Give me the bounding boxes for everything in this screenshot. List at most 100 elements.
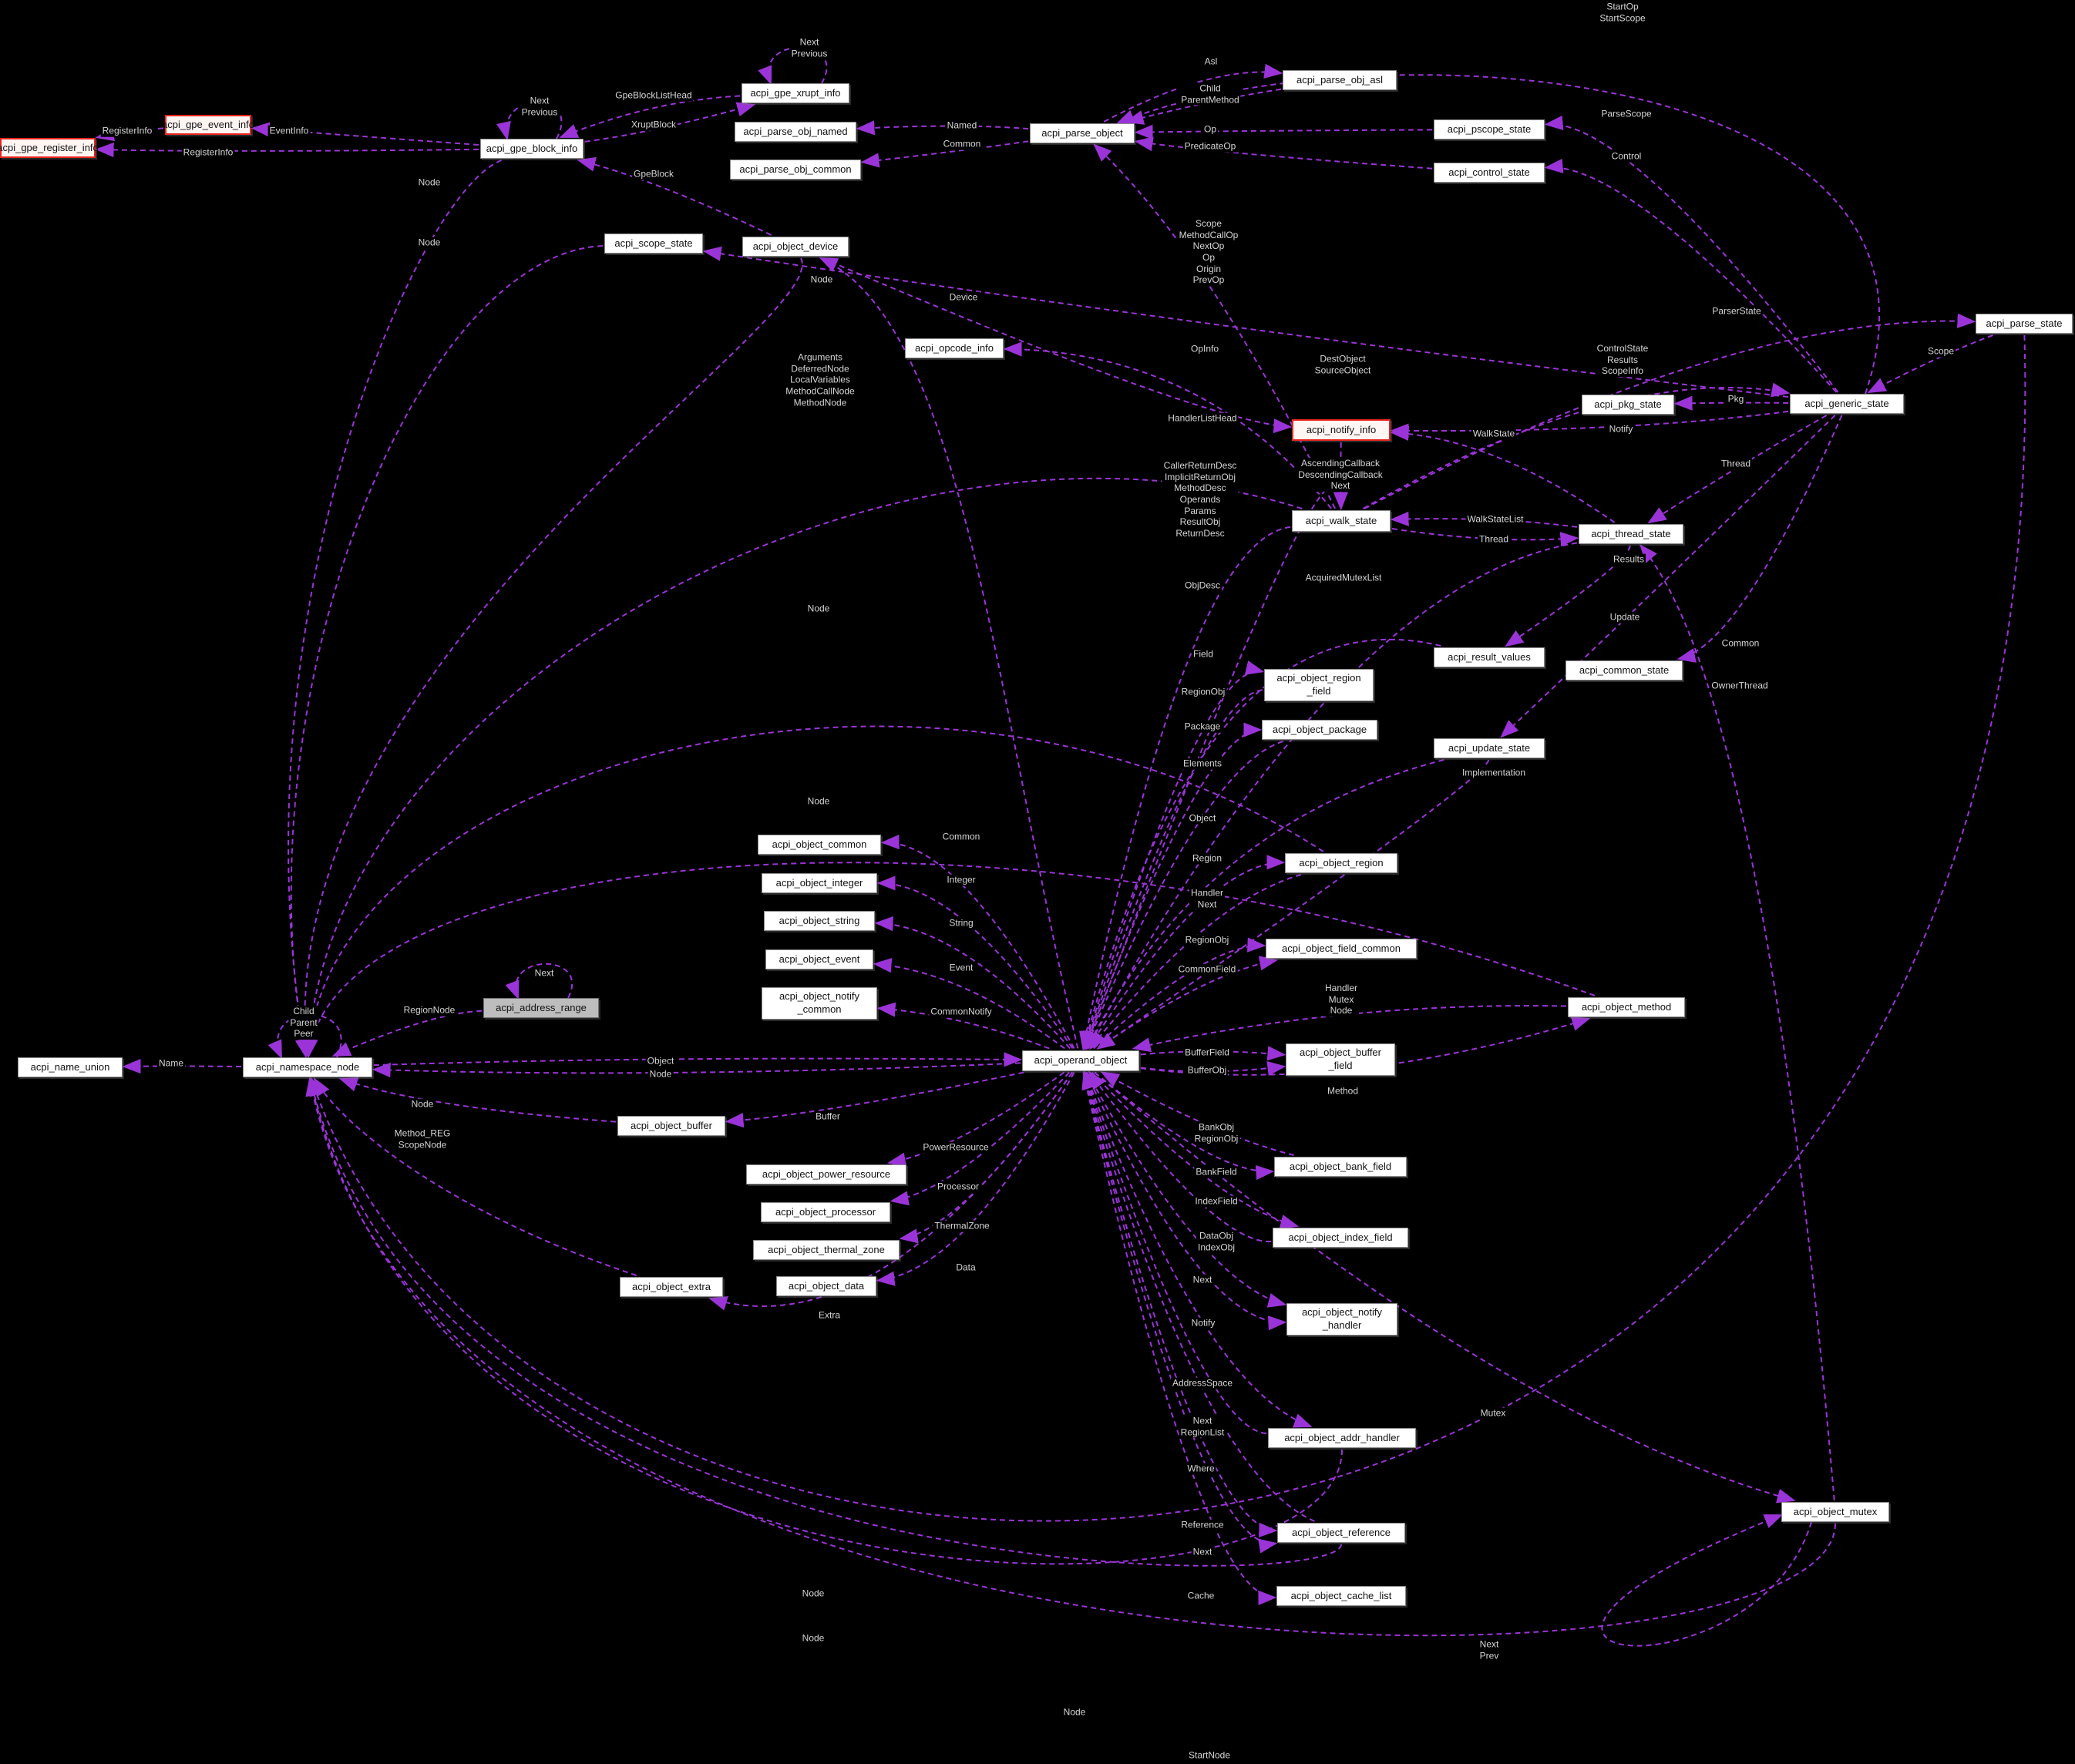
node-acpi_gpe_register_info[interactable]: acpi_gpe_register_info [0, 138, 99, 158]
edge-XruptBlock [584, 102, 756, 143]
edge-PredicateOp [1134, 136, 1433, 170]
edge-Processor [890, 1071, 1071, 1206]
edge-Scope [1867, 334, 1993, 394]
node-acpi_control_state[interactable]: acpi_control_state [1434, 163, 1545, 183]
edge-Handler [1088, 874, 1302, 1050]
node-acpi_object_bank_field[interactable]: acpi_object_bank_field [1274, 1157, 1407, 1177]
node-acpi_generic_state[interactable]: acpi_generic_state [1790, 394, 1904, 414]
edge-Method_REG [313, 1077, 637, 1276]
edge-Next [758, 46, 828, 86]
node-acpi_gpe_xrupt_info[interactable]: acpi_gpe_xrupt_info [742, 83, 849, 103]
edge-CallerReturnDesc [1079, 526, 1291, 1050]
edge-Node [305, 1077, 1836, 1637]
node-acpi_object_thermal_zone[interactable]: acpi_object_thermal_zone [753, 1240, 900, 1260]
node-acpi_walk_state[interactable]: acpi_walk_state [1292, 510, 1391, 532]
edge-Arguments [301, 477, 1303, 1058]
node-acpi_update_state[interactable]: acpi_update_state [1434, 738, 1545, 758]
edge-Next [505, 963, 573, 1000]
edge-CommonField [1097, 956, 1279, 1050]
edge-Name [122, 1059, 242, 1074]
edge-DestObject [1084, 484, 1343, 1050]
edge-Elements [1085, 741, 1283, 1050]
edge-GpeBlock [577, 156, 772, 236]
node-acpi_object_package[interactable]: acpi_object_package [1262, 720, 1377, 740]
node-acpi_pscope_state[interactable]: acpi_pscope_state [1434, 119, 1545, 139]
edge-HandlerListHead [822, 257, 1293, 434]
node-acpi_object_extra[interactable]: acpi_object_extra [620, 1277, 723, 1297]
edge-BankField [1094, 1071, 1275, 1181]
node-acpi_object_mutex[interactable]: acpi_object_mutex [1781, 1502, 1889, 1522]
edge-RegisterInfo [95, 142, 479, 158]
node-acpi_object_region[interactable]: acpi_object_region [1285, 853, 1397, 873]
edge-Notify [1390, 410, 1789, 438]
edge-ObjDesc [1081, 638, 1441, 1050]
edge-OpInfo [1003, 341, 1332, 509]
node-acpi_parse_obj_common[interactable]: acpi_parse_obj_common [730, 160, 861, 180]
edge-Notify [1085, 1072, 1287, 1331]
edge-PowerResource [886, 1071, 1065, 1168]
edge-Buffer [725, 1071, 1024, 1128]
edge-IndexField [1091, 1071, 1300, 1229]
edge-Implementation [1096, 759, 1490, 1050]
edge-Node [307, 1077, 1342, 1567]
node-acpi_object_buffer[interactable]: acpi_object_buffer [617, 1116, 725, 1136]
node-acpi_object_reference[interactable]: acpi_object_reference [1277, 1523, 1405, 1543]
node-acpi_object_field_common[interactable]: acpi_object_field_common [1266, 939, 1417, 959]
node-acpi_object_method[interactable]: acpi_object_method [1568, 997, 1685, 1017]
node-acpi_operand_object[interactable]: acpi_operand_object [1022, 1050, 1139, 1071]
node-acpi_gpe_block_info[interactable]: acpi_gpe_block_info [480, 139, 583, 159]
node-acpi_object_region_field[interactable]: acpi_object_region _field [1264, 669, 1374, 701]
node-acpi_object_integer[interactable]: acpi_object_integer [762, 873, 877, 893]
node-acpi_object_cache_list[interactable]: acpi_object_cache_list [1276, 1586, 1406, 1606]
node-acpi_scope_state[interactable]: acpi_scope_state [604, 234, 703, 254]
node-acpi_object_notify_handler[interactable]: acpi_object_notify _handler [1286, 1303, 1397, 1336]
edge-Package [1084, 722, 1263, 1049]
node-acpi_pkg_state[interactable]: acpi_pkg_state [1582, 395, 1674, 415]
node-acpi_object_string[interactable]: acpi_object_string [764, 911, 875, 931]
edge-RegionObj [1093, 937, 1266, 1050]
edge-EventInfo [251, 122, 479, 146]
edge-Node [298, 257, 803, 1058]
node-acpi_parse_obj_named[interactable]: acpi_parse_obj_named [735, 122, 856, 142]
edge-Scope [1093, 143, 1337, 509]
edge-Field [1083, 660, 1265, 1049]
edge-Common [860, 140, 1029, 168]
edge-Child [267, 1013, 342, 1060]
node-acpi_object_device[interactable]: acpi_object_device [742, 237, 849, 257]
node-acpi_parse_object[interactable]: acpi_parse_object [1030, 123, 1135, 143]
node-acpi_object_data[interactable]: acpi_object_data [776, 1276, 876, 1296]
node-acpi_notify_info[interactable]: acpi_notify_info [1292, 419, 1391, 441]
edge-AcquiredMutexList [1086, 542, 1578, 1050]
node-acpi_address_range[interactable]: acpi_address_range [483, 998, 599, 1018]
node-acpi_object_event[interactable]: acpi_object_event [765, 949, 873, 969]
edge-Asl [1103, 63, 1283, 123]
node-acpi_parse_obj_asl[interactable]: acpi_parse_obj_asl [1283, 70, 1397, 90]
node-acpi_object_buffer_field[interactable]: acpi_object_buffer _field [1286, 1043, 1395, 1076]
node-acpi_namespace_node[interactable]: acpi_namespace_node [243, 1057, 372, 1077]
node-acpi_object_processor[interactable]: acpi_object_processor [761, 1202, 890, 1222]
edge-RegisterInfo [95, 126, 164, 142]
edge-GpeBlockListHead [559, 95, 741, 138]
edge-Results [1505, 545, 1631, 647]
edge-BankObj [1100, 1071, 1294, 1156]
node-acpi_thread_state[interactable]: acpi_thread_state [1579, 524, 1683, 544]
node-acpi_opcode_info[interactable]: acpi_opcode_info [905, 338, 1004, 358]
node-acpi_object_common[interactable]: acpi_object_common [758, 835, 881, 855]
node-acpi_object_power_resource[interactable]: acpi_object_power_resource [746, 1164, 906, 1184]
node-acpi_object_addr_handler[interactable]: acpi_object_addr_handler [1268, 1428, 1416, 1448]
node-acpi_gpe_event_info[interactable]: acpi_gpe_event_info [162, 115, 254, 135]
edge-Thread [1391, 528, 1579, 547]
edge-RegionObj [1082, 689, 1263, 1050]
node-acpi_object_notify_common[interactable]: acpi_object_notify _common [762, 987, 877, 1020]
node-acpi_parse_state[interactable]: acpi_parse_state [1976, 314, 2073, 334]
node-acpi_common_state[interactable]: acpi_common_state [1565, 660, 1683, 680]
node-acpi_object_index_field[interactable]: acpi_object_index_field [1273, 1228, 1408, 1248]
edge-ThermalZone [899, 1071, 1073, 1244]
node-acpi_name_union[interactable]: acpi_name_union [18, 1057, 123, 1077]
edge-Node [288, 160, 502, 1058]
edge-Node [290, 245, 604, 1058]
node-acpi_result_values[interactable]: acpi_result_values [1434, 647, 1545, 667]
edge-AddressSpace [1084, 1072, 1313, 1428]
edge-Pkg [1673, 395, 1789, 411]
